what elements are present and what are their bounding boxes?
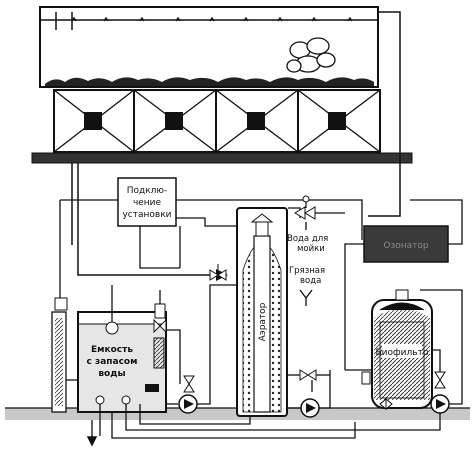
connection-unit-label-1: Подклю- — [127, 186, 168, 196]
ozonator-unit: Озонатор — [363, 225, 449, 263]
dirty-water-outlet: Грязная вода — [289, 266, 325, 306]
biofilter-valve — [434, 371, 446, 389]
reserve-tank-label-3: воды — [98, 369, 125, 379]
aerator-pump-icon — [300, 398, 320, 418]
wash-water-label-1: Вода для — [287, 234, 328, 244]
tank-pump-icon — [178, 394, 198, 414]
planter-boxes — [53, 89, 381, 153]
wash-water-outlet: Вода для мойки — [287, 195, 345, 254]
aerator-column: Аэратор — [236, 207, 288, 417]
tank-valve — [183, 375, 195, 393]
biofilter-label: Биофильтр — [375, 348, 428, 358]
connection-unit-box: Подклю- чение установки — [117, 177, 177, 227]
support-beam — [31, 152, 413, 164]
reserve-tank-label-2: с запасом — [87, 357, 138, 367]
aerator-inlet-valve — [209, 264, 227, 281]
reserve-tank-label-1: Емкость — [91, 345, 133, 355]
plant-icon — [286, 37, 336, 73]
biofilter-pump-icon — [430, 394, 450, 414]
aquarium-tank — [39, 6, 379, 88]
left-sensor — [51, 297, 68, 413]
aerator-label: Аэратор — [258, 302, 268, 341]
biofilter-tank: Биофильтр — [371, 289, 433, 409]
ozonator-label: Озонатор — [383, 241, 429, 251]
dirty-water-label-2: вода — [300, 276, 321, 286]
dosing-device — [153, 290, 167, 334]
connection-unit-label-3: установки — [122, 210, 171, 220]
connection-unit-label-2: чение — [133, 198, 162, 208]
wash-water-label-2: мойки — [297, 244, 325, 254]
reserve-water-tank: Емкость с запасом воды — [77, 285, 167, 413]
aerator-valve — [299, 369, 330, 381]
biofilter-drain-valve — [361, 371, 393, 411]
dirty-water-label-1: Грязная — [289, 266, 325, 276]
